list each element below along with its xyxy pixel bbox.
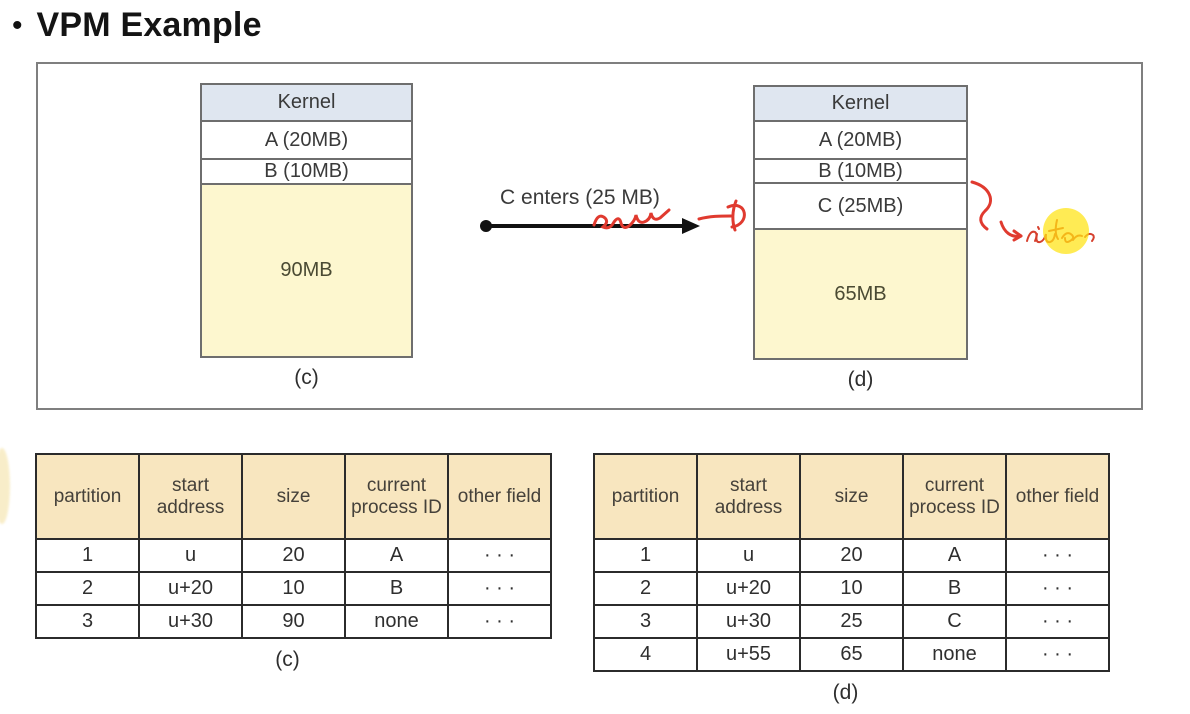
cell: · · · [447, 604, 552, 639]
cell: 90 [241, 604, 346, 639]
cell: u+30 [138, 604, 243, 639]
mem-block-c: C (25MB) [755, 184, 966, 230]
table-c-caption: (c) [275, 648, 300, 671]
cell: B [902, 571, 1007, 606]
cell: 10 [799, 571, 904, 606]
cell: 10 [241, 571, 346, 606]
cell: 3 [35, 604, 140, 639]
cell: u [138, 538, 243, 573]
bullet-glyph: • [12, 8, 23, 42]
cell: u+55 [696, 637, 801, 672]
cell: u [696, 538, 801, 573]
col-current-process-id: current process ID [902, 453, 1007, 540]
table-row: 1 u 20 A · · · [593, 538, 1110, 573]
diagram-d-caption: (d) [847, 368, 874, 391]
cell: u+30 [696, 604, 801, 639]
cell: B [344, 571, 449, 606]
cell: · · · [447, 571, 552, 606]
table-row: 4 u+55 65 none · · · [593, 637, 1110, 672]
cell: A [902, 538, 1007, 573]
memory-diagram-d: Kernel A (20MB) B (10MB) C (25MB) 65MB [753, 85, 968, 360]
cell: · · · [1005, 604, 1110, 639]
col-size: size [799, 453, 904, 540]
table-row: 1 u 20 A · · · [35, 538, 552, 573]
cell: none [902, 637, 1007, 672]
table-header-row: partition start address size current pro… [593, 453, 1110, 540]
cell: 3 [593, 604, 698, 639]
cell: 20 [241, 538, 346, 573]
col-current-process-id: current process ID [344, 453, 449, 540]
col-other-field: other field [447, 453, 552, 540]
cell: · · · [447, 538, 552, 573]
table-row: 2 u+20 10 B · · · [35, 571, 552, 606]
mem-block-b: B (10MB) [202, 160, 411, 185]
cell: u+20 [696, 571, 801, 606]
table-d-caption: (d) [832, 681, 859, 704]
col-partition: partition [593, 453, 698, 540]
cell: · · · [1005, 637, 1110, 672]
cell: none [344, 604, 449, 639]
table-row: 3 u+30 90 none · · · [35, 604, 552, 639]
table-header-row: partition start address size current pro… [35, 453, 552, 540]
diagram-c-caption: (c) [294, 366, 319, 389]
col-other-field: other field [1005, 453, 1110, 540]
table-row: 3 u+30 25 C · · · [593, 604, 1110, 639]
col-start-address: start address [138, 453, 243, 540]
cell: 20 [799, 538, 904, 573]
partition-table-c: partition start address size current pro… [35, 453, 552, 639]
edge-highlight-smudge [0, 448, 10, 524]
mem-block-a: A (20MB) [202, 122, 411, 160]
table-row: 2 u+20 10 B · · · [593, 571, 1110, 606]
partition-table-d: partition start address size current pro… [593, 453, 1110, 672]
mem-block-kernel: Kernel [202, 85, 411, 122]
cell: 2 [593, 571, 698, 606]
memory-diagram-c: Kernel A (20MB) B (10MB) 90MB [200, 83, 413, 358]
transition-label: C enters (25 MB) [500, 186, 660, 209]
cell: C [902, 604, 1007, 639]
col-partition: partition [35, 453, 140, 540]
cell: 4 [593, 637, 698, 672]
cell: · · · [1005, 538, 1110, 573]
cell: · · · [1005, 571, 1110, 606]
cell: 1 [593, 538, 698, 573]
mem-block-b: B (10MB) [755, 160, 966, 184]
cell: 25 [799, 604, 904, 639]
cell: 1 [35, 538, 140, 573]
mem-block-free-65: 65MB [755, 230, 966, 358]
cell: 2 [35, 571, 140, 606]
mem-block-a: A (20MB) [755, 122, 966, 160]
page-title: VPM Example [36, 6, 262, 44]
mem-block-free-90: 90MB [202, 185, 411, 356]
cell: A [344, 538, 449, 573]
cell: u+20 [138, 571, 243, 606]
mem-block-kernel: Kernel [755, 87, 966, 122]
col-start-address: start address [696, 453, 801, 540]
slide-title: • VPM Example [12, 6, 262, 45]
cell: 65 [799, 637, 904, 672]
col-size: size [241, 453, 346, 540]
